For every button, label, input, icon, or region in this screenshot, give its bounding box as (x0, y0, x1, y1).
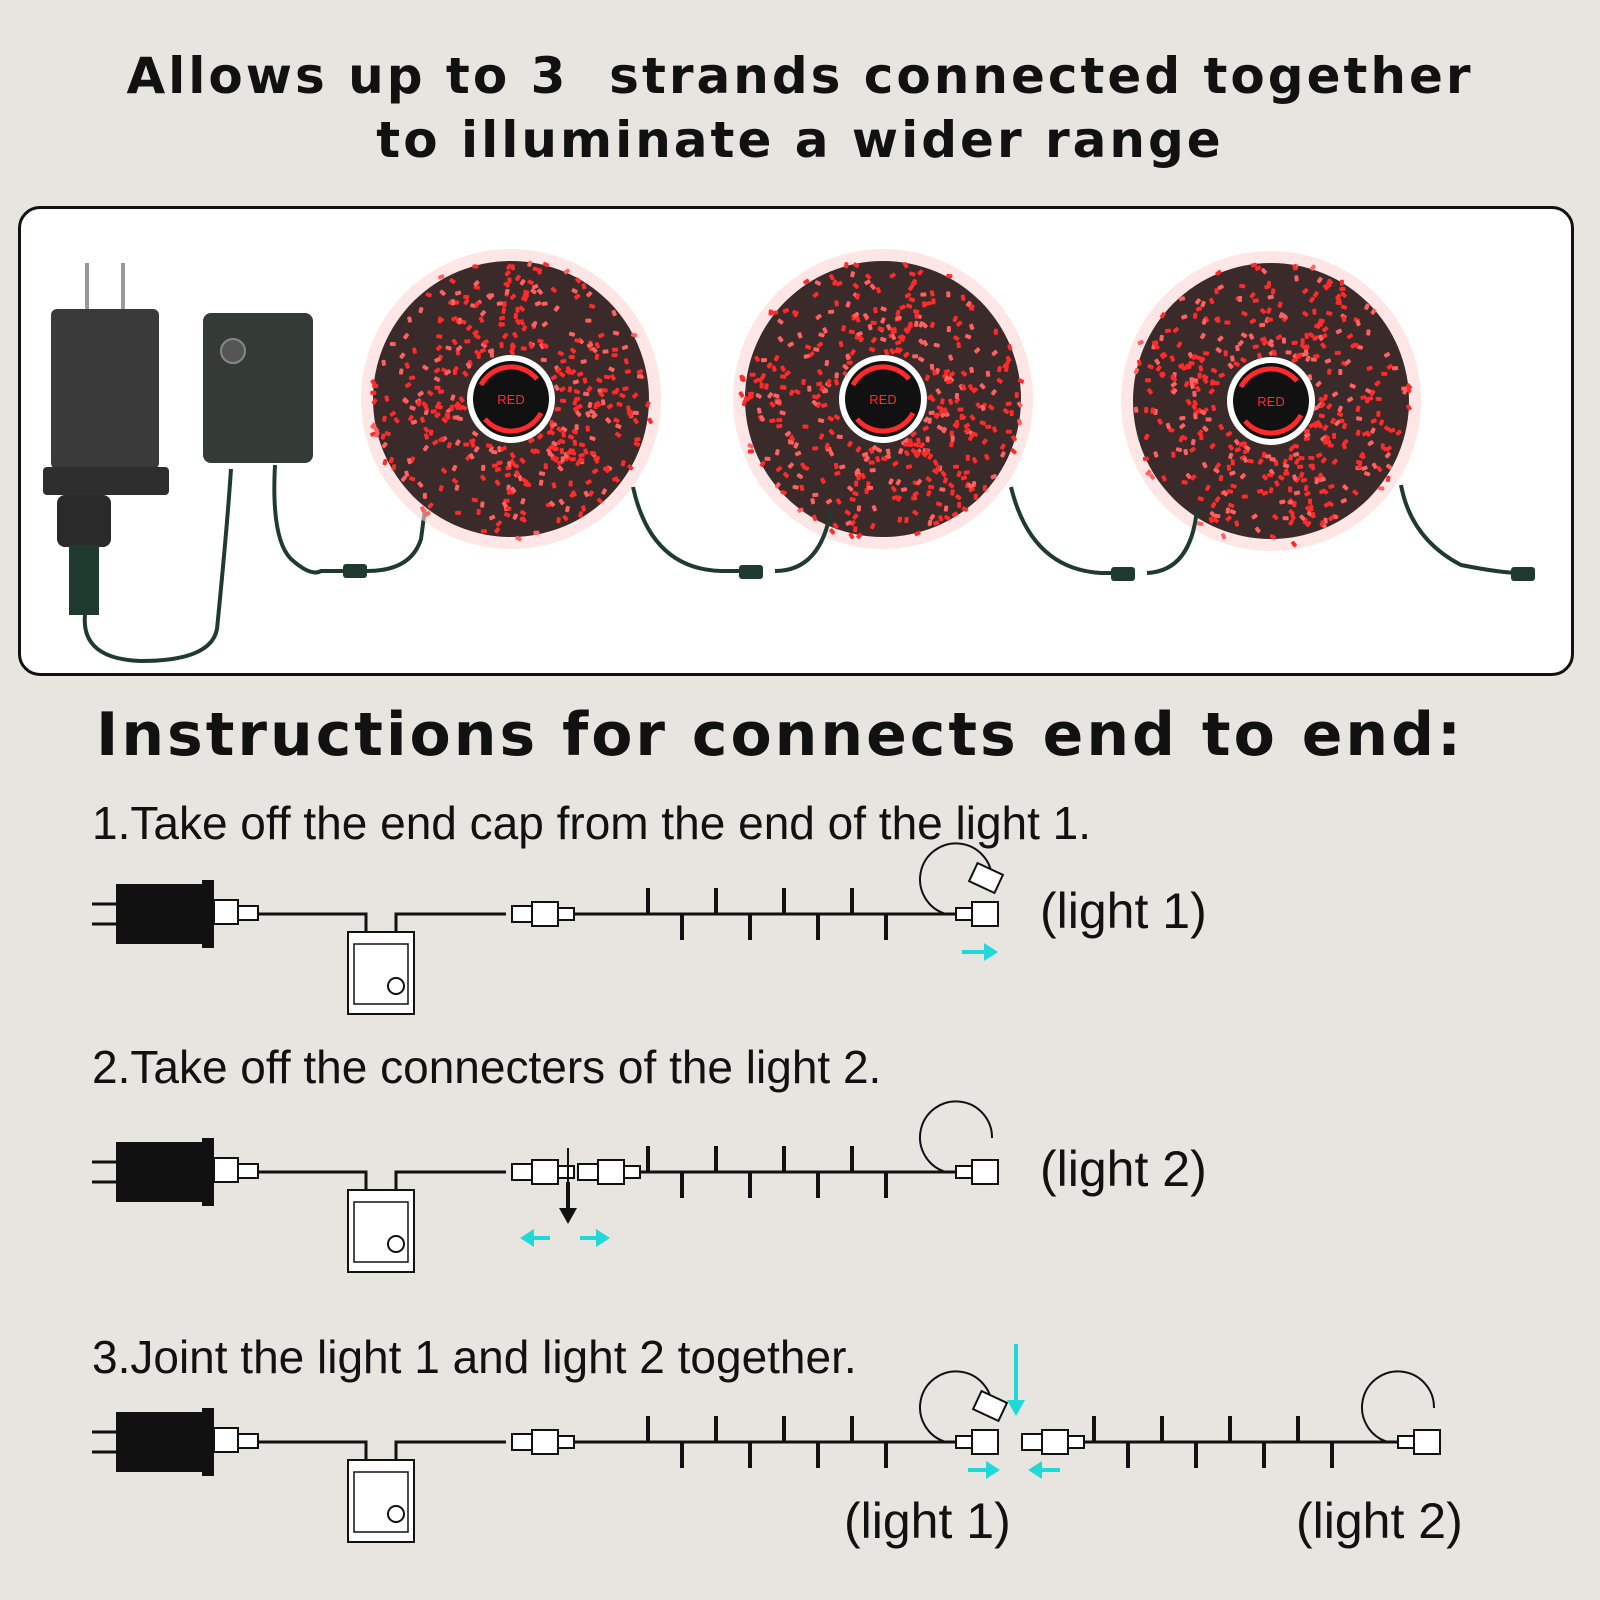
light-coil-icon: RED (733, 249, 1033, 549)
step-3-diagram (92, 1344, 1441, 1543)
instructions-title: Instructions for connects end to end: (96, 700, 1465, 770)
product-photo-panel: RED RED RED (18, 206, 1574, 676)
light-coil-label: RED (497, 392, 524, 407)
light-coil-icon: RED (361, 249, 661, 549)
headline-line-2: to illuminate a wider range (376, 111, 1224, 169)
headline: Allows up to 3 strands connected togethe… (0, 44, 1600, 172)
step-2-light-label: (light 2) (1040, 1141, 1207, 1197)
step-2-text: 2.Take off the connecters of the light 2… (92, 1041, 882, 1093)
step-1-light-label: (light 1) (1040, 883, 1207, 939)
light-coil-label: RED (1257, 394, 1284, 409)
power-adapter-icon (43, 263, 233, 664)
step-1-diagram (92, 842, 1005, 1015)
step-3-text: 3.Joint the light 1 and light 2 together… (92, 1331, 857, 1383)
step-3-light-1-label: (light 1) (844, 1493, 1011, 1549)
controller-box-icon (203, 313, 427, 578)
headline-line-1: Allows up to 3 strands connected togethe… (126, 47, 1474, 105)
step-2-diagram (92, 1100, 999, 1273)
light-coil-icon: RED (1121, 251, 1421, 551)
light-coils: RED RED RED (361, 249, 1535, 581)
light-coil-label: RED (869, 392, 896, 407)
step-3-light-2-label: (light 2) (1296, 1493, 1463, 1549)
step-1-text: 1.Take off the end cap from the end of t… (92, 797, 1092, 849)
product-photo: RED RED RED (43, 249, 1535, 664)
